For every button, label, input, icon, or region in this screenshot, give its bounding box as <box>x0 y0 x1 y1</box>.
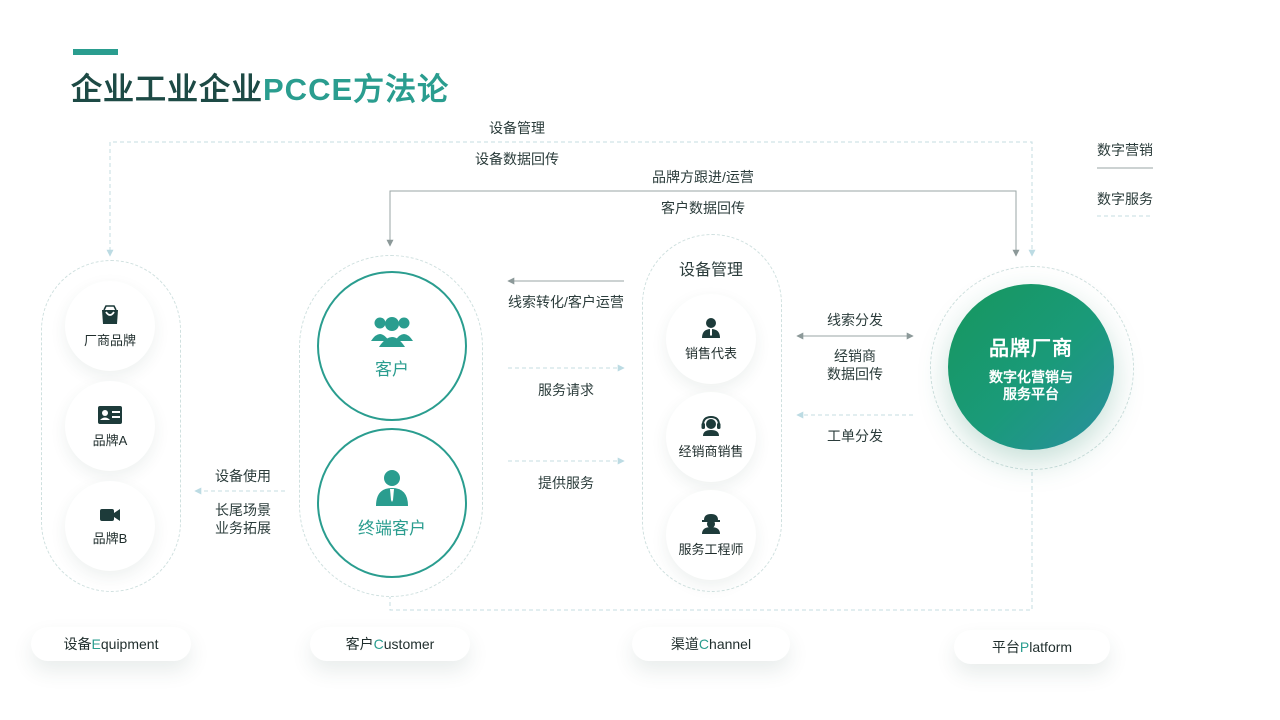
group-users-icon <box>370 313 414 349</box>
label-device-data-return: 设备数据回传 <box>475 151 559 167</box>
device-data-loop-line <box>106 141 1036 257</box>
equipment-node-vendor-brand[interactable]: 厂商品牌 <box>65 281 155 371</box>
label-service-request: 服务请求 <box>538 382 594 398</box>
label-brand-follow: 品牌方跟进/运营 <box>652 169 754 185</box>
video-camera-icon <box>99 506 121 524</box>
legend-marketing: 数字营销 <box>1097 142 1153 158</box>
label-device-use: 设备使用 <box>215 468 271 484</box>
contact-card-icon <box>97 404 123 426</box>
label-device-mgmt: 设备管理 <box>489 120 545 136</box>
label-work-order: 工单分发 <box>827 428 883 444</box>
channel-node-service-engineer[interactable]: 服务工程师 <box>666 490 756 580</box>
brand-follow-loop-line <box>386 190 1020 257</box>
label-long-tail: 长尾场景 <box>215 502 271 518</box>
equipment-node-brand-a[interactable]: 品牌A <box>65 381 155 471</box>
equipment-node-brand-b[interactable]: 品牌B <box>65 481 155 571</box>
label-lead-conversion: 线索转化/客户运营 <box>508 294 624 310</box>
platform-subtitle: 数字化营销与服务平台 <box>989 368 1073 402</box>
label-customer-data-return: 客户数据回传 <box>661 200 745 216</box>
legend-service: 数字服务 <box>1097 191 1153 207</box>
shopping-bag-icon <box>99 304 121 326</box>
business-person-icon <box>372 468 412 508</box>
page-title: 企业工业企业PCCE方法论 <box>71 72 450 107</box>
end-customer-node[interactable]: 终端客户 <box>317 428 467 578</box>
bottom-loop-line <box>389 468 1033 611</box>
channel-node-sales-rep[interactable]: 销售代表 <box>666 294 756 384</box>
title-accent-bar <box>73 49 118 55</box>
sales-person-icon <box>700 317 722 339</box>
brand-platform-node[interactable]: 品牌厂商 数字化营销与服务平台 <box>948 284 1114 450</box>
channel-node-dealer-sales[interactable]: 经销商销售 <box>666 392 756 482</box>
headset-support-icon <box>700 415 722 437</box>
customer-node[interactable]: 客户 <box>317 271 467 421</box>
engineer-helmet-icon <box>700 513 722 535</box>
label-dealer-data-return: 数据回传 <box>827 366 883 382</box>
label-lead-dispatch: 线索分发 <box>827 312 883 328</box>
channel-header: 设备管理 <box>678 262 743 279</box>
label-business-expansion: 业务拓展 <box>215 520 271 536</box>
label-dealer: 经销商 <box>834 348 876 364</box>
label-provide-service: 提供服务 <box>538 475 594 491</box>
